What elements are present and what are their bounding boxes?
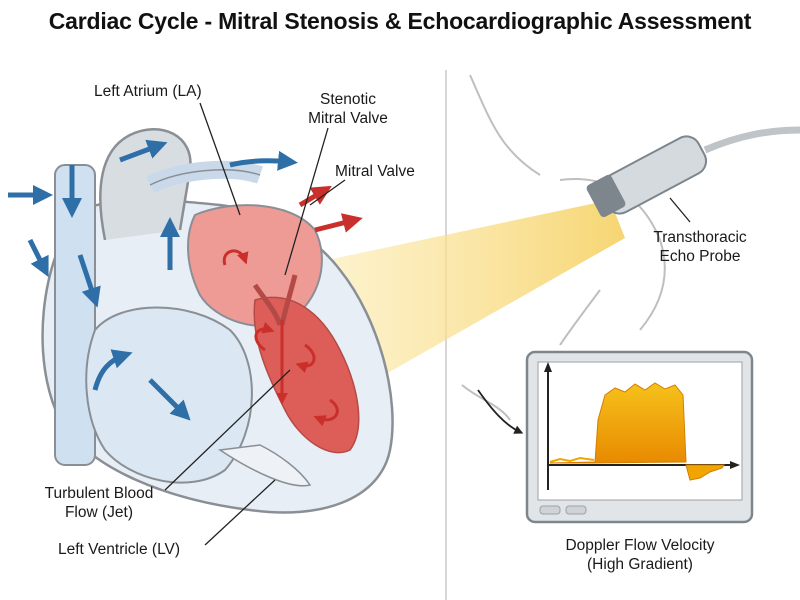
label-echo-probe: Transthoracic Echo Probe (640, 228, 760, 266)
label-stenotic-valve: Stenotic Mitral Valve (298, 90, 398, 128)
doppler-monitor-icon (525, 350, 754, 524)
label-doppler-line1: Doppler Flow Velocity (565, 537, 715, 554)
label-stenotic-valve-line1: Stenotic (319, 91, 376, 108)
ultrasound-beam (318, 200, 625, 400)
label-turbulent-flow-line1: Turbulent Blood (44, 485, 154, 502)
label-left-atrium: Left Atrium (LA) (94, 83, 202, 100)
label-echo-probe-line1: Transthoracic (653, 229, 747, 246)
label-doppler: Doppler Flow Velocity (High Gradient) (545, 536, 735, 574)
label-left-ventricle: Left Ventricle (LV) (58, 541, 181, 558)
left-ventricle-jet-zone (253, 296, 360, 454)
label-doppler-line2: (High Gradient) (587, 556, 693, 573)
patient-torso-outline (461, 74, 666, 421)
label-stenotic-valve-line2: Mitral Valve (308, 110, 388, 127)
heart-illustration (8, 127, 394, 514)
flow-arrow-icon (477, 389, 524, 434)
probe-cable (703, 126, 800, 154)
page-title: Cardiac Cycle - Mitral Stenosis & Echoca… (48, 8, 752, 34)
ultrasound-probe-icon (586, 135, 708, 218)
label-turbulent-flow-line2: Flow (Jet) (64, 504, 134, 521)
leader-lines (164, 102, 691, 546)
label-echo-probe-line2: Echo Probe (659, 248, 741, 265)
label-turbulent-flow: Turbulent Blood Flow (Jet) (34, 484, 164, 522)
label-mitral-valve: Mitral Valve (335, 163, 415, 180)
